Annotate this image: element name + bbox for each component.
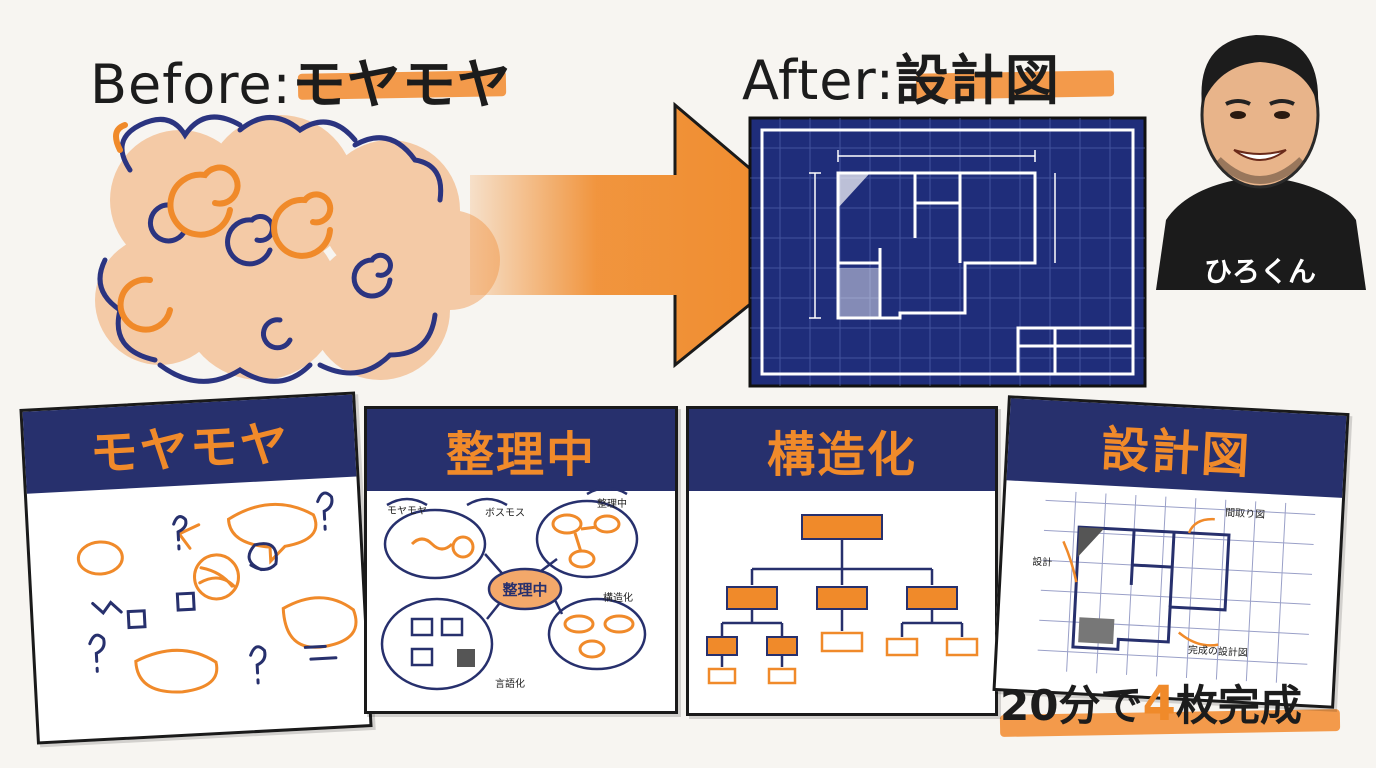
cloud-illustration: [95, 114, 500, 384]
footer-caption: 20分で4枚完成: [1000, 672, 1302, 733]
sketch-note: 設計: [1032, 555, 1053, 569]
avatar: [1156, 35, 1366, 290]
footer-number: 4: [1142, 676, 1176, 732]
mind-map-node: ボスモス: [485, 507, 525, 519]
card-sekkei: 設計図 間取り図 設計 完成の設計図: [992, 395, 1350, 709]
card-seiri-header: 整理中: [367, 409, 675, 491]
footer-post: 枚完成: [1175, 681, 1302, 730]
before-prefix: Before:: [90, 53, 292, 116]
after-prefix: After:: [742, 49, 895, 112]
card-moyamoya: モヤモヤ: [19, 391, 373, 745]
sketch-note: 間取り図: [1225, 507, 1266, 521]
footer-pre: 20分で: [1000, 681, 1143, 730]
person-name: ひろくん: [1204, 255, 1317, 288]
mind-map-node: モヤモヤ: [387, 506, 427, 517]
sketch-note: 完成の設計図: [1188, 643, 1249, 659]
before-heading: Before:モヤモヤ: [90, 40, 512, 119]
card-seiri: 整理中 整理中 モヤモヤ ボスモス 整理中 構造化 言語化: [364, 406, 678, 714]
mind-map-node: 構造化: [603, 591, 633, 604]
mind-map-center: 整理中: [502, 581, 547, 599]
after-label: 設計図: [894, 49, 1060, 112]
card-kouzou: 構造化: [686, 406, 998, 716]
blueprint-sketch: 間取り図 設計 完成の設計図: [1032, 491, 1316, 683]
card-title: 構造化: [766, 427, 917, 483]
mind-map: 整理中 モヤモヤ ボスモス 整理中 構造化 言語化: [380, 486, 647, 691]
after-heading: After:設計図: [742, 36, 1060, 115]
tree-diagram: [706, 514, 979, 685]
card-title: 整理中: [445, 427, 596, 483]
mind-map-node: 言語化: [495, 677, 525, 690]
before-label: モヤモヤ: [291, 53, 512, 116]
card-kouzou-header: 構造化: [689, 409, 995, 491]
scribble-doodles: [76, 491, 358, 694]
blueprint-image: [748, 116, 1147, 388]
mind-map-node: 整理中: [597, 497, 627, 510]
